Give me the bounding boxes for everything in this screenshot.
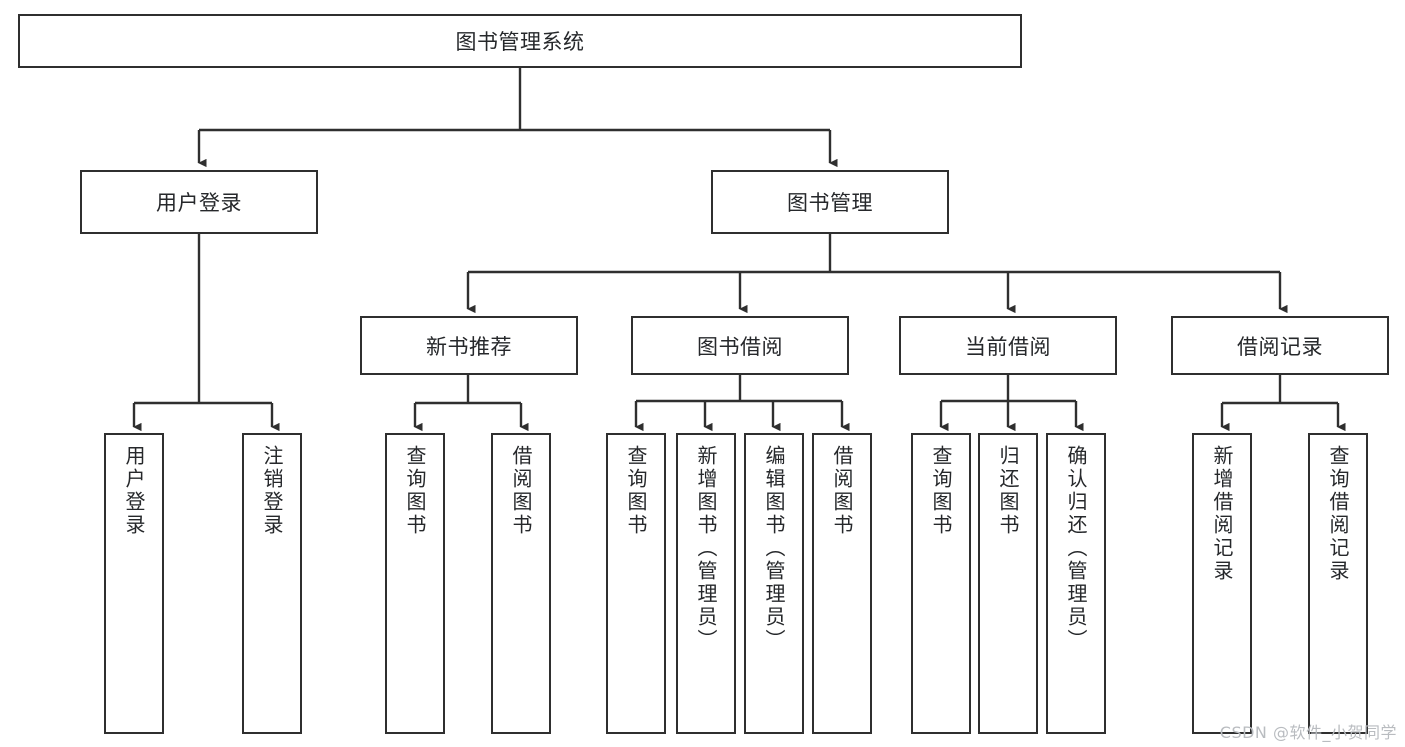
node-root-system[interactable]: 图书管理系统 <box>18 14 1022 68</box>
node-new-book-recommend[interactable]: 新书推荐 <box>360 316 578 375</box>
node-label: 归还图书 <box>996 445 1020 537</box>
node-borrow-record[interactable]: 借阅记录 <box>1171 316 1389 375</box>
node-label: 新增图书（管理员） <box>694 445 718 652</box>
node-label: 查询图书 <box>403 445 427 537</box>
node-label: 借阅记录 <box>1237 334 1323 359</box>
node-label: 查询借阅记录 <box>1326 445 1350 583</box>
leaf-return-book[interactable]: 归还图书 <box>978 433 1038 734</box>
node-book-borrow[interactable]: 图书借阅 <box>631 316 849 375</box>
node-label: 用户登录 <box>156 191 242 215</box>
node-label: 图书管理 <box>787 191 873 215</box>
leaf-add-record[interactable]: 新增借阅记录 <box>1192 433 1252 734</box>
node-user-login[interactable]: 用户登录 <box>80 170 318 234</box>
node-book-manage[interactable]: 图书管理 <box>711 170 949 234</box>
node-label: 查询图书 <box>929 445 953 537</box>
leaf-query-book-1[interactable]: 查询图书 <box>385 433 445 734</box>
node-label: 图书借阅 <box>697 334 783 359</box>
leaf-query-book-2[interactable]: 查询图书 <box>606 433 666 734</box>
leaf-borrow-book-1[interactable]: 借阅图书 <box>491 433 551 734</box>
leaf-edit-book[interactable]: 编辑图书（管理员） <box>744 433 804 734</box>
node-label: 查询图书 <box>624 445 648 537</box>
leaf-logout-login[interactable]: 注销登录 <box>242 433 302 734</box>
node-label: 图书管理系统 <box>455 30 585 54</box>
leaf-confirm-return[interactable]: 确认归还（管理员） <box>1046 433 1106 734</box>
node-label: 新书推荐 <box>426 334 512 359</box>
leaf-query-book-3[interactable]: 查询图书 <box>911 433 971 734</box>
node-label: 编辑图书（管理员） <box>762 445 786 652</box>
leaf-query-record[interactable]: 查询借阅记录 <box>1308 433 1368 734</box>
node-label: 新增借阅记录 <box>1210 445 1234 583</box>
node-label: 确认归还（管理员） <box>1064 445 1088 652</box>
node-label: 注销登录 <box>260 445 284 537</box>
node-current-borrow[interactable]: 当前借阅 <box>899 316 1117 375</box>
leaf-user-login[interactable]: 用户登录 <box>104 433 164 734</box>
leaf-borrow-book-2[interactable]: 借阅图书 <box>812 433 872 734</box>
leaf-add-book[interactable]: 新增图书（管理员） <box>676 433 736 734</box>
node-label: 借阅图书 <box>830 445 854 537</box>
watermark: CSDN @软件_小贺同学 <box>1219 723 1397 742</box>
node-label: 用户登录 <box>122 445 146 537</box>
node-label: 借阅图书 <box>509 445 533 537</box>
node-label: 当前借阅 <box>965 334 1051 359</box>
